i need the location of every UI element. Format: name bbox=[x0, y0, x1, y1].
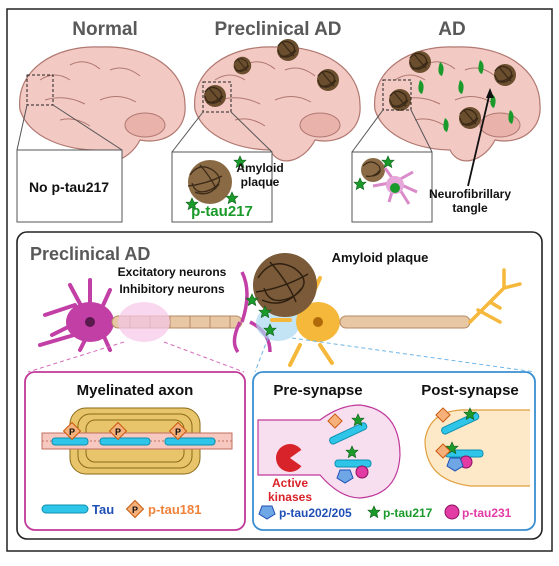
myelinated-title: Myelinated axon bbox=[77, 382, 194, 399]
ptau181-marker-1: P bbox=[62, 421, 82, 441]
ptau181-legend-icon: P bbox=[125, 499, 145, 519]
inset-amyloid-plaque bbox=[187, 160, 232, 204]
normal-zoom-line-right bbox=[52, 104, 123, 151]
active-kinases-label-2: kinases bbox=[268, 490, 312, 504]
tau-legend-icon bbox=[41, 504, 89, 514]
no-ptau-label: No p-tau217 bbox=[29, 179, 109, 195]
kinase-notch bbox=[290, 448, 304, 468]
normal-zoom-line-left bbox=[16, 104, 28, 151]
amyloid-plaque-label: Amyloid plaque bbox=[332, 250, 429, 265]
normal-inset bbox=[16, 149, 123, 223]
ad-zoom-line-left bbox=[351, 109, 384, 153]
tau-legend-label: Tau bbox=[92, 502, 114, 517]
brain-preclinical bbox=[194, 38, 361, 162]
neuron-left bbox=[38, 278, 114, 352]
preclinical-zoom-box bbox=[202, 81, 232, 113]
svg-text:P: P bbox=[132, 505, 138, 515]
inhibitory-label: Inhibitory neurons bbox=[119, 282, 225, 296]
myelin-connector-right bbox=[163, 341, 245, 373]
ad-inset-content bbox=[353, 155, 418, 205]
ptau231-legend-icon bbox=[444, 504, 460, 520]
presyn-ptau181 bbox=[327, 413, 343, 429]
ptau181-marker-2: P bbox=[108, 421, 128, 441]
preclinical-zoom-line-right bbox=[230, 111, 273, 153]
normal-title: Normal bbox=[72, 19, 137, 40]
ptau181-legend-label: p-tau181 bbox=[148, 502, 201, 517]
ad-title: AD bbox=[438, 19, 465, 40]
presyn-ptau202 bbox=[336, 469, 354, 484]
amyloid-label-1: Amyloid bbox=[236, 161, 283, 175]
myelin-connector-left bbox=[27, 341, 125, 373]
preclinical-detail-title: Preclinical AD bbox=[30, 244, 150, 264]
presynapse-title: Pre-synapse bbox=[273, 382, 362, 399]
tau-rod-3 bbox=[164, 437, 216, 446]
postsyn-tau-rod-1 bbox=[441, 412, 480, 435]
postsyn-ptau181 bbox=[435, 443, 451, 459]
ptau231-legend-label: p-tau231 bbox=[462, 506, 512, 520]
excitatory-label: Excitatory neurons bbox=[118, 265, 227, 279]
active-kinases-label-1: Active bbox=[272, 476, 308, 490]
svg-text:P: P bbox=[115, 427, 121, 437]
amyloid-label-2: plaque bbox=[241, 175, 280, 189]
nft-arrow bbox=[467, 91, 491, 187]
synapse-connector-right bbox=[291, 337, 536, 373]
presyn-ptau231 bbox=[355, 465, 369, 479]
preclinical-zoom-line-left bbox=[171, 111, 204, 153]
presyn-tau-rod-2 bbox=[334, 459, 372, 468]
nft-label-2: tangle bbox=[452, 201, 488, 215]
ptau181-marker-3: P bbox=[168, 421, 188, 441]
normal-zoom-box bbox=[26, 74, 54, 106]
brain-ad bbox=[374, 46, 541, 162]
ptau217-legend-label: p-tau217 bbox=[383, 506, 433, 520]
ad-zoom-line-right bbox=[410, 109, 433, 153]
svg-text:P: P bbox=[175, 427, 181, 437]
brain-normal bbox=[19, 46, 186, 162]
synapse-connector-left bbox=[254, 337, 269, 373]
amyloid-plaque-main bbox=[253, 253, 317, 317]
postsyn-ptau202 bbox=[446, 457, 464, 472]
ptau202-legend-label: p-tau202/205 bbox=[279, 506, 352, 520]
svg-text:P: P bbox=[69, 427, 75, 437]
ptau202-legend-icon bbox=[258, 505, 276, 520]
ptau217-label: p-tau217 bbox=[191, 203, 253, 220]
postsyn-ptau181-2 bbox=[435, 407, 451, 423]
tau-rod-2 bbox=[99, 437, 151, 446]
tau-rod-1 bbox=[51, 437, 89, 446]
nft-label-1: Neurofibrillary bbox=[429, 187, 511, 201]
ad-zoom-box bbox=[382, 79, 412, 111]
nft-arrowhead bbox=[486, 88, 494, 98]
preclinical-title: Preclinical AD bbox=[214, 19, 341, 40]
presyn-tau-rod-1 bbox=[329, 422, 368, 445]
myelin-highlight bbox=[118, 302, 170, 342]
postsynapse-title: Post-synapse bbox=[421, 382, 519, 399]
